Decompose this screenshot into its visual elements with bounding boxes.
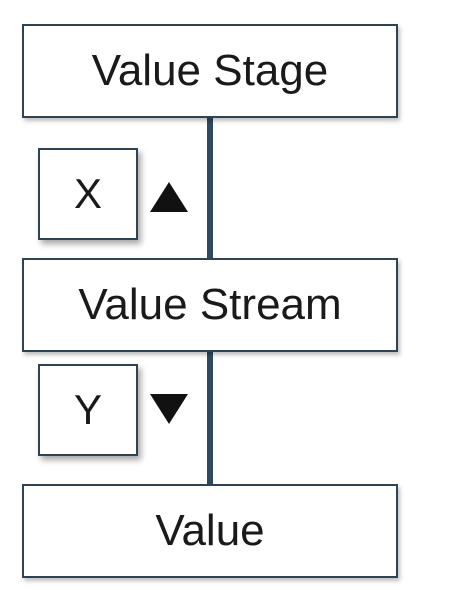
- connector-line-bottom: [207, 352, 213, 484]
- value-stream-box: Value Stream: [22, 258, 398, 352]
- connector-line-top: [207, 118, 213, 258]
- value-stream-label: Value Stream: [78, 280, 342, 329]
- value-stage-box: Value Stage: [22, 24, 398, 118]
- value-box: Value: [22, 484, 398, 578]
- y-label-box: Y: [38, 364, 138, 456]
- y-label: Y: [73, 386, 102, 433]
- x-label: X: [73, 170, 102, 217]
- value-label: Value: [155, 506, 265, 555]
- triangle-down-icon: [150, 394, 188, 424]
- triangle-up-icon: [150, 182, 188, 212]
- x-label-box: X: [38, 148, 138, 240]
- value-stage-label: Value Stage: [91, 46, 329, 95]
